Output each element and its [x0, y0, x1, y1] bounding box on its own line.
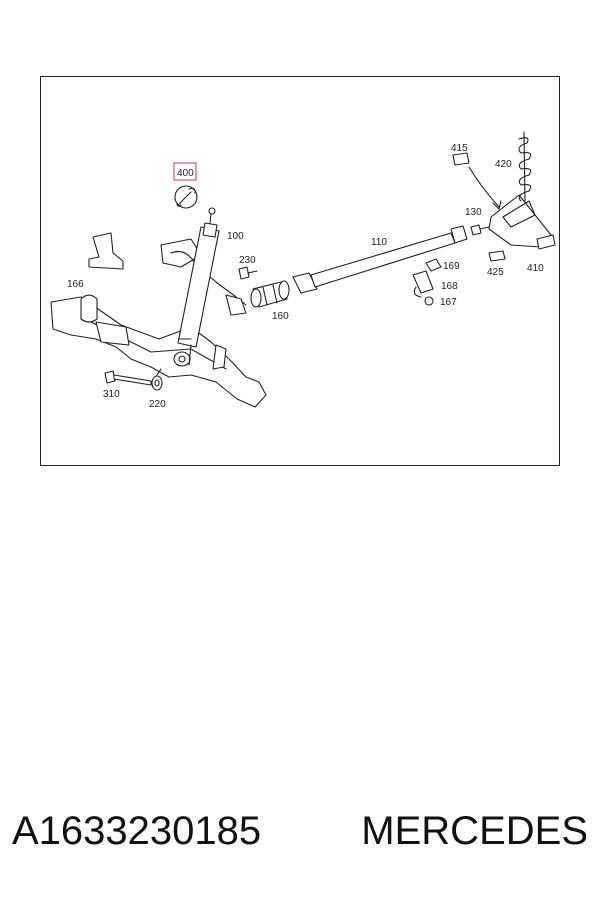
footer-caption: A1633230185 MERCEDES [12, 806, 588, 856]
bushing-160 [250, 280, 290, 308]
label-130: 130 [465, 207, 482, 218]
bracket-410 [488, 194, 556, 250]
bolt-130 [470, 224, 490, 236]
label-110: 110 [371, 237, 387, 248]
parts-diagram: 400 100 230 166 160 110 130 169 168 167 … [50, 131, 556, 410]
shock-absorber-100 [173, 207, 220, 367]
screw-167 [424, 296, 434, 306]
clip-415 [452, 152, 502, 210]
part-number: A1633230185 [12, 808, 262, 853]
bracket-166 [88, 232, 124, 270]
label-168: 168 [441, 281, 458, 292]
washer-220 [151, 375, 163, 391]
label-167: 167 [440, 297, 457, 308]
label-160: 160 [272, 311, 289, 322]
label-410: 410 [527, 263, 544, 274]
label-425: 425 [487, 267, 504, 278]
brand-name: MERCEDES [361, 808, 588, 853]
label-166: 166 [67, 279, 84, 290]
rod-110 [292, 225, 468, 294]
label-169: 169 [443, 261, 460, 272]
label-230: 230 [239, 255, 256, 266]
washer-425 [488, 250, 506, 262]
spring-420 [518, 131, 532, 202]
leader-lines [156, 338, 192, 376]
parts-diagram-frame: 400 100 230 166 160 110 130 169 168 167 … [40, 76, 560, 466]
clamp-168 [412, 270, 434, 298]
label-420: 420 [495, 159, 512, 170]
label-415: 415 [451, 143, 468, 154]
bolt-310 [104, 370, 152, 386]
nut-169 [425, 258, 442, 272]
wrench-icon [174, 185, 198, 209]
bolt-230 [238, 266, 258, 280]
label-400: 400 [177, 168, 194, 179]
label-100: 100 [227, 231, 244, 242]
control-arm [50, 238, 267, 408]
highlight-box-400 [173, 162, 197, 181]
label-310: 310 [103, 389, 120, 400]
label-220: 220 [149, 399, 166, 410]
